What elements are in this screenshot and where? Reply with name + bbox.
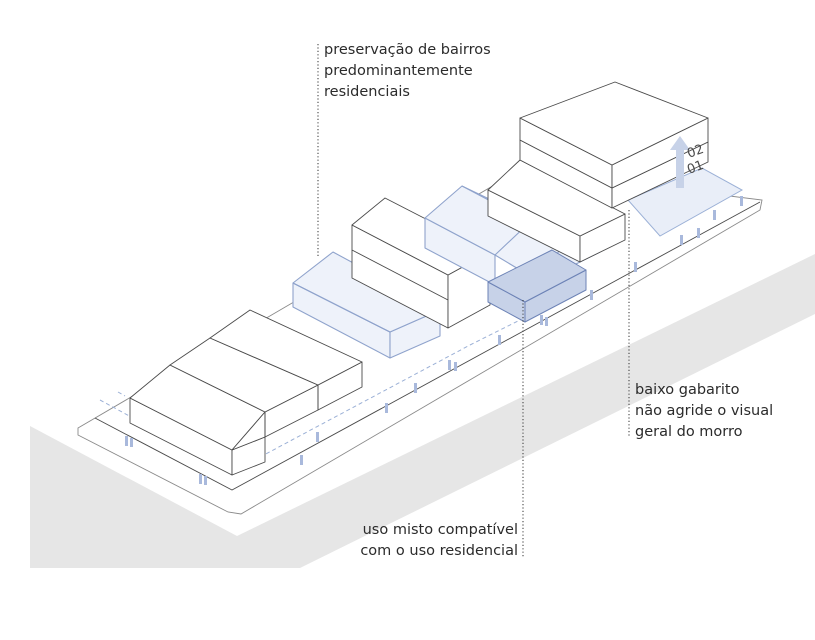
annotation-preservation-line1: preservação de bairros [324, 42, 491, 58]
lot-line [117, 391, 126, 397]
annotation-height-line2: não agride o visual [635, 403, 774, 419]
annotation-preservation-line3: residenciais [324, 84, 410, 100]
building-preserved-highlight [292, 251, 441, 359]
ground-shadow [30, 254, 815, 568]
building-mixed-use-highlight [487, 249, 587, 323]
annotation-mixed-use-line1: uso misto compatível [362, 522, 518, 538]
annotation-mixed-use-line2: com o uso residencial [360, 543, 518, 559]
height-arrow-icon [670, 136, 690, 188]
annotation-height: baixo gabarito não agride o visual geral… [635, 380, 773, 443]
annotation-preservation-line2: predominantemente [324, 63, 473, 79]
annotation-mixed-use: uso misto compatível com o uso residenci… [355, 520, 518, 562]
floor-label-upper: 02 [685, 142, 706, 162]
building-residential-left [129, 309, 363, 476]
building-tall [519, 81, 709, 209]
floor-label-lower: 01 [685, 158, 706, 178]
annotation-height-line3: geral do morro [635, 424, 743, 440]
people-figures [125, 196, 743, 485]
annotation-height-line1: baixo gabarito [635, 382, 740, 398]
lot-line [469, 299, 561, 346]
building-residential-back [487, 159, 626, 263]
sidewalk-edge [94, 201, 761, 491]
annotation-preservation: preservação de bairros predominantemente… [324, 40, 491, 103]
